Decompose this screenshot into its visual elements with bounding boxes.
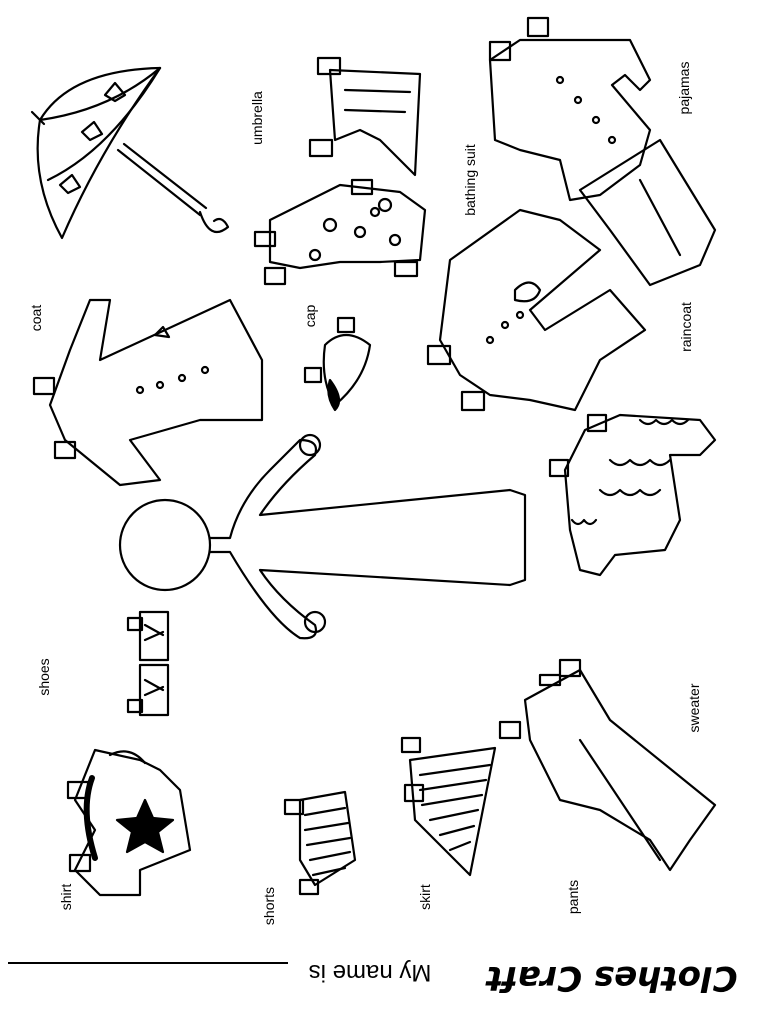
label-pants: pants xyxy=(565,879,581,915)
cap-drawing xyxy=(303,316,372,412)
jumpsuit-drawing xyxy=(253,178,427,286)
raincoat-drawing xyxy=(426,208,647,412)
label-raincoat: raincoat xyxy=(678,302,694,352)
label-skirt: skirt xyxy=(417,884,433,910)
label-coat: coat xyxy=(28,304,44,332)
pants-drawing xyxy=(498,658,717,872)
label-shoes: shoes xyxy=(36,658,52,696)
pajamas-drawing xyxy=(488,16,717,287)
label-umbrella: umbrella xyxy=(249,91,265,145)
sweater-drawing xyxy=(548,413,717,577)
umbrella-drawing xyxy=(30,66,230,240)
label-pajamas: pajamas xyxy=(676,61,692,115)
name-prompt: My name is xyxy=(308,959,432,986)
shoes-drawing xyxy=(126,610,170,717)
coat-drawing xyxy=(32,298,264,487)
page-title: Clothes Craft xyxy=(486,958,738,998)
name-write-line xyxy=(8,962,288,964)
bathing-suit-drawing xyxy=(308,56,422,177)
label-shirt: shirt xyxy=(58,883,74,911)
skirt-drawing xyxy=(400,736,497,877)
label-sweater: sweater xyxy=(686,683,702,733)
shirt-drawing xyxy=(66,748,192,897)
label-bathing-suit: bathing suit xyxy=(462,144,478,216)
label-cap: cap xyxy=(302,304,318,328)
label-shorts: shorts xyxy=(261,886,277,926)
paper-doll-drawing xyxy=(118,433,527,640)
shorts-drawing xyxy=(283,790,357,896)
